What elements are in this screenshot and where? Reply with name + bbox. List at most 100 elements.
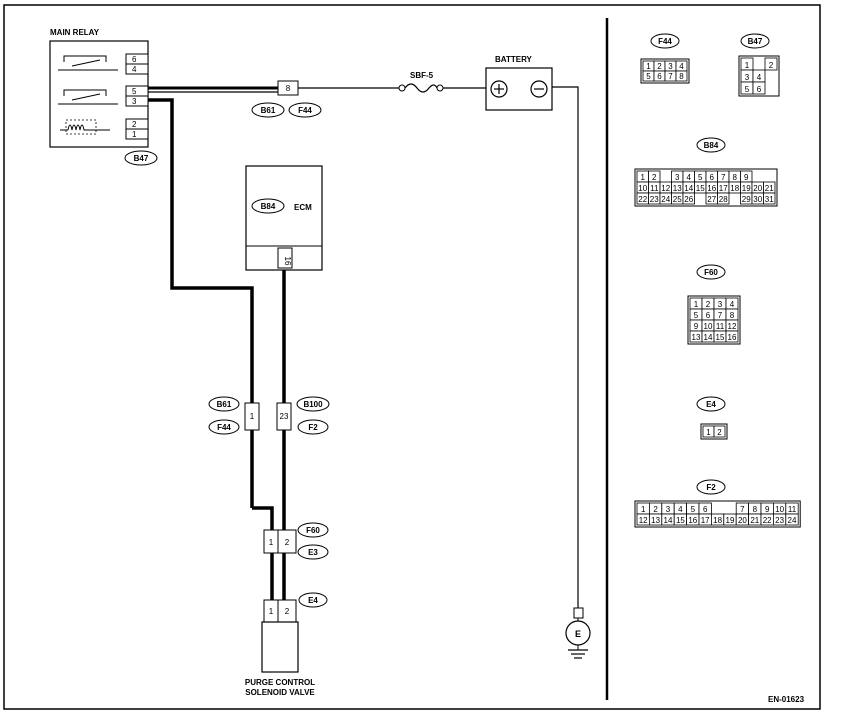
b84-pin: 1 bbox=[641, 173, 646, 182]
f60-pin: 12 bbox=[728, 322, 737, 331]
e4-name: E4 bbox=[706, 400, 716, 409]
f2-pin: 4 bbox=[678, 505, 683, 514]
ecm-pin: 16 bbox=[283, 257, 292, 266]
b47-pin: 3 bbox=[745, 73, 750, 82]
f2-pin: 18 bbox=[713, 516, 722, 525]
f44-pin: 2 bbox=[657, 62, 662, 71]
b84-pin: 23 bbox=[650, 195, 659, 204]
relay-pin: 2 bbox=[132, 120, 137, 129]
f2-pin: 5 bbox=[691, 505, 696, 514]
relay-connector-tag bbox=[124, 150, 158, 166]
f2-pin: 10 bbox=[775, 505, 784, 514]
b84-pin: 24 bbox=[661, 195, 670, 204]
purge-control-solenoid-valve: 1 2 E4 PURGE CONTROL SOLENOID VALVE bbox=[245, 592, 328, 697]
f2-pin: 22 bbox=[763, 516, 772, 525]
svg-text:1: 1 bbox=[269, 607, 274, 616]
f2-pin: 12 bbox=[639, 516, 648, 525]
relay-pin: 4 bbox=[132, 65, 137, 74]
svg-text:1: 1 bbox=[269, 538, 274, 547]
b84-pin: 6 bbox=[710, 173, 715, 182]
f2-tag: F2 bbox=[696, 479, 726, 495]
f60-pin: 15 bbox=[716, 333, 725, 342]
joint-tag: F2 bbox=[308, 423, 318, 432]
b47-pin: 1 bbox=[745, 61, 750, 70]
b84-pin: 5 bbox=[698, 173, 703, 182]
b84-pin: 3 bbox=[675, 173, 680, 182]
f2-pin: 20 bbox=[738, 516, 747, 525]
b84-pin: 9 bbox=[744, 173, 749, 182]
valve-label: SOLENOID VALVE bbox=[245, 688, 315, 697]
f60-pin: 16 bbox=[728, 333, 737, 342]
main-relay-label: MAIN RELAY bbox=[50, 28, 100, 37]
f2-pin: 24 bbox=[788, 516, 797, 525]
battery: BATTERY bbox=[485, 55, 553, 111]
b84-name: B84 bbox=[704, 141, 719, 150]
f2-pin: 6 bbox=[703, 505, 708, 514]
f2-name: F2 bbox=[706, 483, 716, 492]
f44-pin: 8 bbox=[679, 72, 684, 81]
f44-pin: 6 bbox=[657, 72, 662, 81]
f60-pin: 4 bbox=[730, 300, 735, 309]
f60-pin: 14 bbox=[704, 333, 713, 342]
f2-pin: 19 bbox=[726, 516, 735, 525]
b84-pin: 27 bbox=[707, 195, 716, 204]
f2-pin: 16 bbox=[688, 516, 697, 525]
b84-pin: 31 bbox=[765, 195, 774, 204]
f2-pin: 13 bbox=[651, 516, 660, 525]
b84-pin: 8 bbox=[733, 173, 738, 182]
b84-tag: B84 bbox=[696, 137, 726, 153]
e4-pin: 2 bbox=[717, 428, 722, 437]
fuse-sbf5: SBF-5 bbox=[398, 71, 444, 93]
valve-joint-connector: 1 2 F60 E3 bbox=[263, 522, 329, 560]
wires bbox=[148, 86, 579, 608]
f60-pin: 1 bbox=[694, 300, 699, 309]
f2-pin: 14 bbox=[664, 516, 673, 525]
f60-pin: 8 bbox=[730, 311, 735, 320]
joint-tag: B100 bbox=[303, 400, 323, 409]
b47-tag: B47 bbox=[740, 33, 770, 49]
f60-pin: 13 bbox=[692, 333, 701, 342]
b84-pin: 7 bbox=[721, 173, 726, 182]
b84-pin: 12 bbox=[661, 184, 670, 193]
f2-pin: 1 bbox=[641, 505, 646, 514]
f2-pin: 2 bbox=[653, 505, 658, 514]
junction-connector: 8 B61 F44 bbox=[251, 80, 322, 118]
relay-pin: 1 bbox=[132, 130, 137, 139]
junction-tag: B61 bbox=[261, 106, 276, 115]
f60-pin: 9 bbox=[694, 322, 699, 331]
f44-pin: 5 bbox=[646, 72, 651, 81]
f2-pin: 9 bbox=[765, 505, 770, 514]
b84-pin: 29 bbox=[742, 195, 751, 204]
joint-tag: E3 bbox=[308, 548, 318, 557]
b47-pin: 5 bbox=[745, 85, 750, 94]
f60-pin: 2 bbox=[706, 300, 711, 309]
relay-pin: 5 bbox=[132, 87, 137, 96]
e4-pin: 1 bbox=[706, 428, 711, 437]
f44-pin: 4 bbox=[679, 62, 684, 71]
ground-label: E bbox=[575, 629, 581, 639]
f2-pin: 23 bbox=[775, 516, 784, 525]
f44-pin: 7 bbox=[668, 72, 673, 81]
svg-text:2: 2 bbox=[285, 538, 290, 547]
joint-tag: F60 bbox=[306, 526, 320, 535]
b47-pin: 6 bbox=[757, 85, 762, 94]
joint-tag: F44 bbox=[217, 423, 231, 432]
f60-pin: 5 bbox=[694, 311, 699, 320]
f60-tag: F60 bbox=[696, 264, 726, 280]
e4-tag: E4 bbox=[696, 396, 726, 412]
valve-connector-tag: E4 bbox=[308, 596, 318, 605]
ecm-label: ECM bbox=[294, 203, 312, 212]
doc-code: EN-01623 bbox=[768, 695, 805, 704]
svg-text:1: 1 bbox=[250, 412, 255, 421]
b84-pin: 30 bbox=[753, 195, 762, 204]
f44-pin: 1 bbox=[646, 62, 651, 71]
ecm-connector-tag: B84 bbox=[261, 202, 276, 211]
left-joint-connector: 1 B61 F44 bbox=[208, 396, 260, 435]
relay-pin-column: 6 4 5 3 2 1 bbox=[125, 53, 149, 140]
b84-pin: 4 bbox=[687, 173, 692, 182]
b84-pin: 13 bbox=[673, 184, 682, 193]
